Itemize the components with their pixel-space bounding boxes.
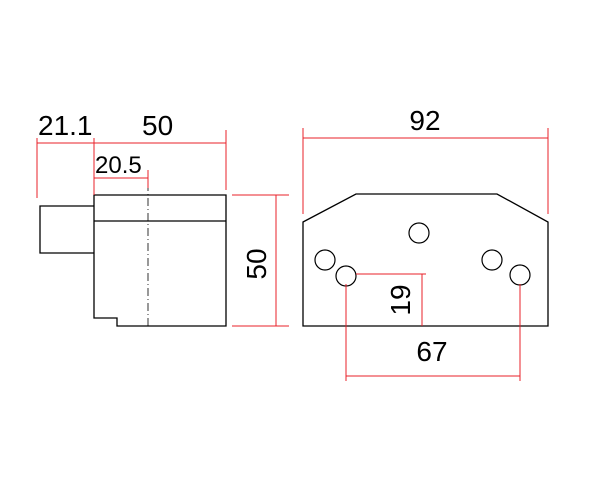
dim-label-hole-vertical: 19: [385, 284, 416, 315]
dim-label-side-width: 50: [142, 110, 173, 141]
dim-label-hole-spacing: 67: [416, 336, 447, 367]
dim-label-side-height: 50: [241, 248, 272, 279]
dim-label-front-width: 92: [409, 105, 440, 136]
dim-label-side-offset: 21.1: [38, 110, 93, 141]
side-view-stem: [39, 205, 94, 254]
side-view: [39, 183, 227, 328]
hole-left-lower: [335, 265, 357, 287]
front-view-outline: [302, 193, 549, 327]
dim-label-side-center: 20.5: [95, 152, 142, 179]
hole-top-center: [408, 222, 430, 244]
hole-right-upper: [481, 249, 503, 271]
hole-right-lower: [509, 264, 531, 286]
side-view-dimensions: 21.1 50 20.5 50: [36, 110, 289, 327]
hole-left-upper: [314, 249, 336, 271]
front-view: [302, 193, 549, 327]
side-view-body: [93, 194, 227, 327]
front-view-dimensions: 92 19 67: [302, 105, 549, 381]
